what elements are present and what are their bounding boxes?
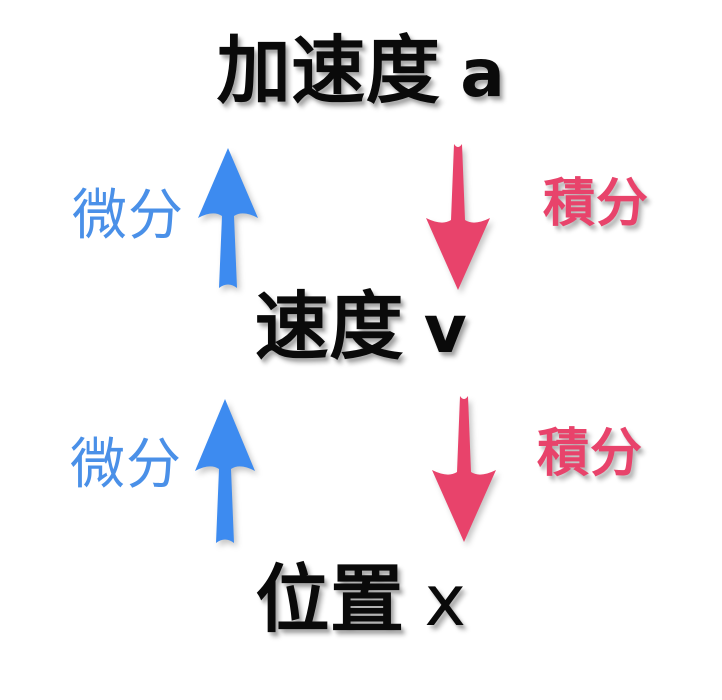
node-acceleration-symbol: a xyxy=(456,35,510,112)
arrow-down-integrate-bottom xyxy=(432,396,496,542)
node-velocity: 速度 v xyxy=(0,284,722,370)
node-velocity-kanji: 速度 xyxy=(250,284,408,370)
arrow-up-differentiate-bottom xyxy=(195,399,255,543)
arrow-down-integrate-top xyxy=(426,144,490,290)
edge-label-differentiate-top: 微分 xyxy=(72,183,185,247)
edge-label-differentiate-bottom: 微分 xyxy=(70,432,183,496)
arrow-up-differentiate-top xyxy=(198,148,258,288)
node-position-symbol: x xyxy=(420,560,470,642)
node-acceleration: 加速度 a xyxy=(0,28,722,114)
node-position-kanji: 位置 xyxy=(251,557,409,643)
edge-label-integrate-bottom: 積分 xyxy=(533,424,646,484)
node-position: 位置 x xyxy=(0,557,722,643)
node-velocity-symbol: v xyxy=(419,291,471,368)
edge-label-integrate-top: 積分 xyxy=(539,174,652,234)
node-acceleration-kanji: 加速度 xyxy=(212,28,444,114)
